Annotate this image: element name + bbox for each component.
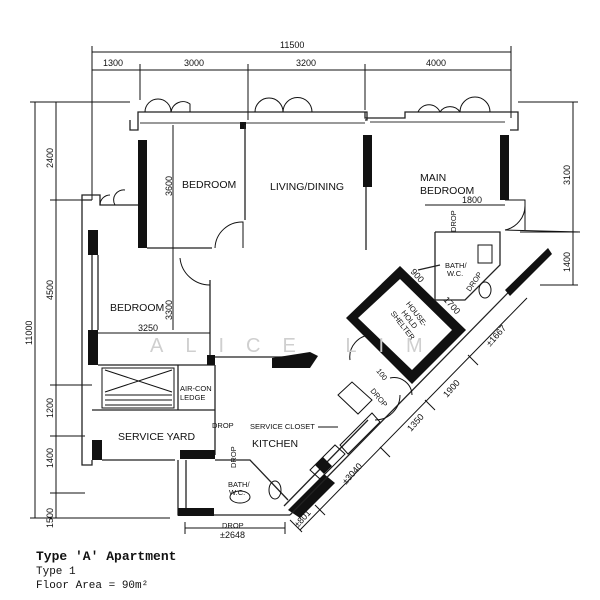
label-service-closet: SERVICE CLOSET — [250, 422, 315, 431]
dim-right-1: 3100 — [562, 165, 572, 185]
dim-diag-3040: ±3040 — [340, 461, 364, 486]
caption-floor-area: Floor Area = 90m² — [36, 580, 149, 592]
dim-left-1: 2400 — [45, 148, 55, 168]
left-dimensions: 11000 2400 4500 1200 1400 1500 — [24, 101, 170, 528]
watermark: ALICE LIM — [150, 335, 445, 357]
label-main-bedroom-1: MAIN — [420, 172, 446, 184]
dim-top-1: 1300 — [103, 58, 123, 68]
dim-top-2: 3000 — [184, 58, 204, 68]
label-drop-2: DROP — [229, 446, 238, 468]
label-kitchen: KITCHEN — [252, 438, 298, 450]
caption-title: Type 'A' Apartment — [36, 549, 177, 564]
dim-bottom-2648: ±2648 — [220, 530, 245, 540]
label-bedroom-1: BEDROOM — [182, 179, 236, 191]
dim-left-5: 1500 — [45, 508, 55, 528]
label-bath-2b: W.C. — [229, 488, 245, 497]
dim-diag-1900: 1900 — [441, 378, 462, 400]
dim-bedroom1-height: 3600 — [164, 176, 174, 196]
dim-left-2: 4500 — [45, 280, 55, 300]
label-drop-1: DROP — [212, 421, 234, 430]
dim-diag-1350: 1350 — [405, 412, 426, 434]
label-bedroom-2: BEDROOM — [110, 302, 164, 314]
right-dimensions: 3100 1400 — [518, 101, 578, 286]
label-aircon-1: AIR-CON — [180, 384, 212, 393]
label-drop-5: DROP — [464, 270, 484, 293]
label-bath-1a: BATH/ — [445, 261, 467, 270]
label-drop-4: DROP — [449, 210, 458, 232]
dim-door-100: 100 — [374, 367, 389, 382]
dim-overall-height: 11000 — [24, 321, 34, 345]
dim-main-bath-width: 1800 — [462, 195, 482, 205]
label-aircon-2: LEDGE — [180, 393, 205, 402]
dim-diag-1667: ±1667 — [484, 323, 508, 348]
label-drop-6: DROP — [368, 387, 389, 409]
dim-bedroom2-height: 3300 — [164, 300, 174, 320]
label-living-dining: LIVING/DINING — [270, 181, 344, 193]
dim-top-4: 4000 — [426, 58, 446, 68]
label-drop-3: DROP — [222, 521, 244, 530]
dim-top-3: 3200 — [296, 58, 316, 68]
dim-overall-width: 11500 — [280, 40, 304, 50]
dim-bedroom2-width: 3250 — [138, 323, 158, 333]
top-dimensions: 11500 1300 3000 3200 4000 — [91, 40, 512, 200]
dim-right-2: 1400 — [562, 252, 572, 272]
caption-type: Type 1 — [36, 566, 76, 578]
room-labels: BEDROOM LIVING/DINING MAIN BEDROOM BEDRO… — [110, 172, 484, 530]
walls — [81, 96, 581, 534]
dim-left-3: 1200 — [45, 398, 55, 418]
label-main-bedroom-2: BEDROOM — [420, 185, 474, 197]
label-bath-1b: W.C. — [447, 269, 463, 278]
dim-left-4: 1400 — [45, 448, 55, 468]
label-service-yard: SERVICE YARD — [118, 431, 195, 443]
label-bath-2a: BATH/ — [228, 480, 250, 489]
